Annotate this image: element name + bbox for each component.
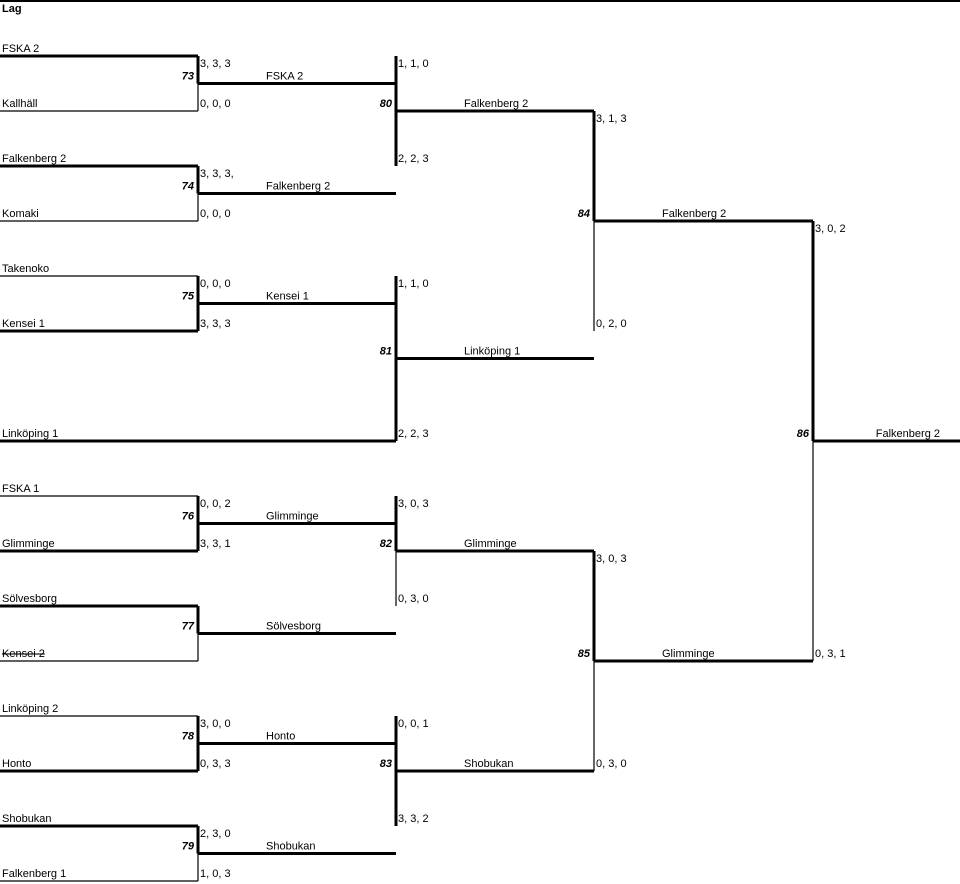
winner-name: Falkenberg 2 [464,98,528,110]
match-number: 74 [182,181,194,193]
score-top: 1, 1, 0 [398,58,429,70]
match-number: 78 [182,731,195,743]
score-top: 0, 0, 1 [398,718,429,730]
score-top: 1, 1, 0 [398,278,429,290]
score-bottom: 0, 3, 1 [815,648,846,660]
match-number: 77 [182,621,195,633]
match-number: 79 [182,841,195,853]
score-bottom: 3, 3, 3 [200,318,231,330]
match-number: 76 [182,511,195,523]
winner-name: Kensei 1 [266,291,309,303]
winner-name: Falkenberg 2 [662,208,726,220]
winner-name: Falkenberg 2 [876,428,940,440]
match-number: 86 [797,428,810,440]
score-bottom: 1, 0, 3 [200,868,231,880]
score-top: 3, 3, 3, [200,168,234,180]
winner-name: Glimminge [464,538,517,550]
score-bottom: 0, 3, 0 [398,593,429,605]
match-number: 85 [578,648,591,660]
match-number: 80 [380,98,393,110]
match-number: 73 [182,71,194,83]
match-number: 84 [578,208,590,220]
score-bottom: 2, 2, 3 [398,428,429,440]
entrant-name: Falkenberg 2 [2,153,66,165]
entrant-name: Komaki [2,208,39,220]
entrant-name: Linköping 2 [2,703,58,715]
entrant-name: Glimminge [2,538,55,550]
score-top: 3, 0, 2 [815,223,846,235]
score-bottom: 2, 2, 3 [398,153,429,165]
entrant-name: Kallhäll [2,98,37,110]
match-number: 81 [380,346,392,358]
winner-name: Shobukan [464,758,514,770]
score-bottom: 0, 2, 0 [596,318,627,330]
winner-name: Falkenberg 2 [266,181,330,193]
score-bottom: 3, 3, 2 [398,813,429,825]
score-bottom: 0, 0, 0 [200,98,231,110]
score-bottom: 0, 3, 0 [596,758,627,770]
entrant-name: Shobukan [2,813,52,825]
score-top: 3, 3, 3 [200,58,231,70]
score-bottom: 3, 3, 1 [200,538,231,550]
score-top: 0, 0, 2 [200,498,231,510]
winner-name: Glimminge [266,511,319,523]
score-bottom: 0, 0, 0 [200,208,231,220]
entrant-name: Kensei 1 [2,318,45,330]
score-top: 0, 0, 0 [200,278,231,290]
entrant-name: Linköping 1 [2,428,58,440]
score-top: 3, 0, 0 [200,718,231,730]
entrant-name: Sölvesborg [2,593,57,605]
score-bottom: 0, 3, 3 [200,758,231,770]
match-number: 83 [380,758,392,770]
winner-name: Shobukan [266,841,316,853]
winner-name: FSKA 2 [266,71,303,83]
entrant-name: Falkenberg 1 [2,868,66,880]
score-top: 2, 3, 0 [200,828,231,840]
score-top: 3, 0, 3 [596,553,627,565]
winner-name: Honto [266,731,295,743]
score-top: 3, 0, 3 [398,498,429,510]
entrant-name: FSKA 2 [2,43,39,55]
header-title: Lag [2,3,22,15]
entrant-name: Kensei 2 [2,648,45,660]
winner-name: Glimminge [662,648,715,660]
winner-name: Linköping 1 [464,346,520,358]
winner-name: Sölvesborg [266,621,321,633]
entrant-name: FSKA 1 [2,483,39,495]
entrant-name: Takenoko [2,263,49,275]
score-top: 3, 1, 3 [596,113,627,125]
match-number: 75 [182,291,195,303]
entrant-name: Honto [2,758,31,770]
match-number: 82 [380,538,392,550]
